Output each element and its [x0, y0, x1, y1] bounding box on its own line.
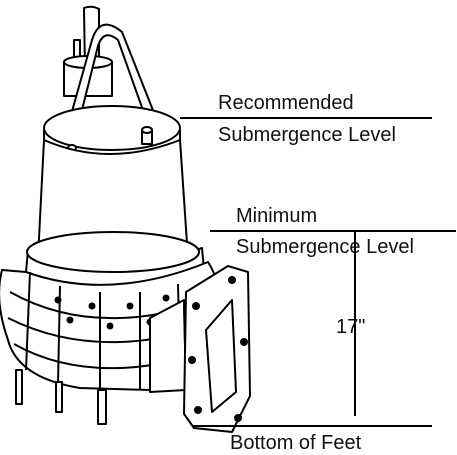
recommended-label-line2: Submergence Level	[218, 124, 396, 146]
dimension-line	[354, 230, 356, 416]
discharge-flange	[183, 265, 251, 433]
bottom-of-feet-label: Bottom of Feet	[230, 432, 362, 454]
minimum-label-line2: Submergence Level	[236, 236, 414, 258]
pump-feet	[15, 369, 107, 425]
minimum-level-line	[210, 230, 456, 232]
bottom-of-feet-line	[192, 425, 432, 427]
recommended-label-line1: Recommended	[218, 92, 354, 114]
minimum-label-line1: Minimum	[236, 205, 318, 227]
recommended-level-line	[180, 117, 432, 119]
dimension-label: 17"	[336, 316, 366, 338]
